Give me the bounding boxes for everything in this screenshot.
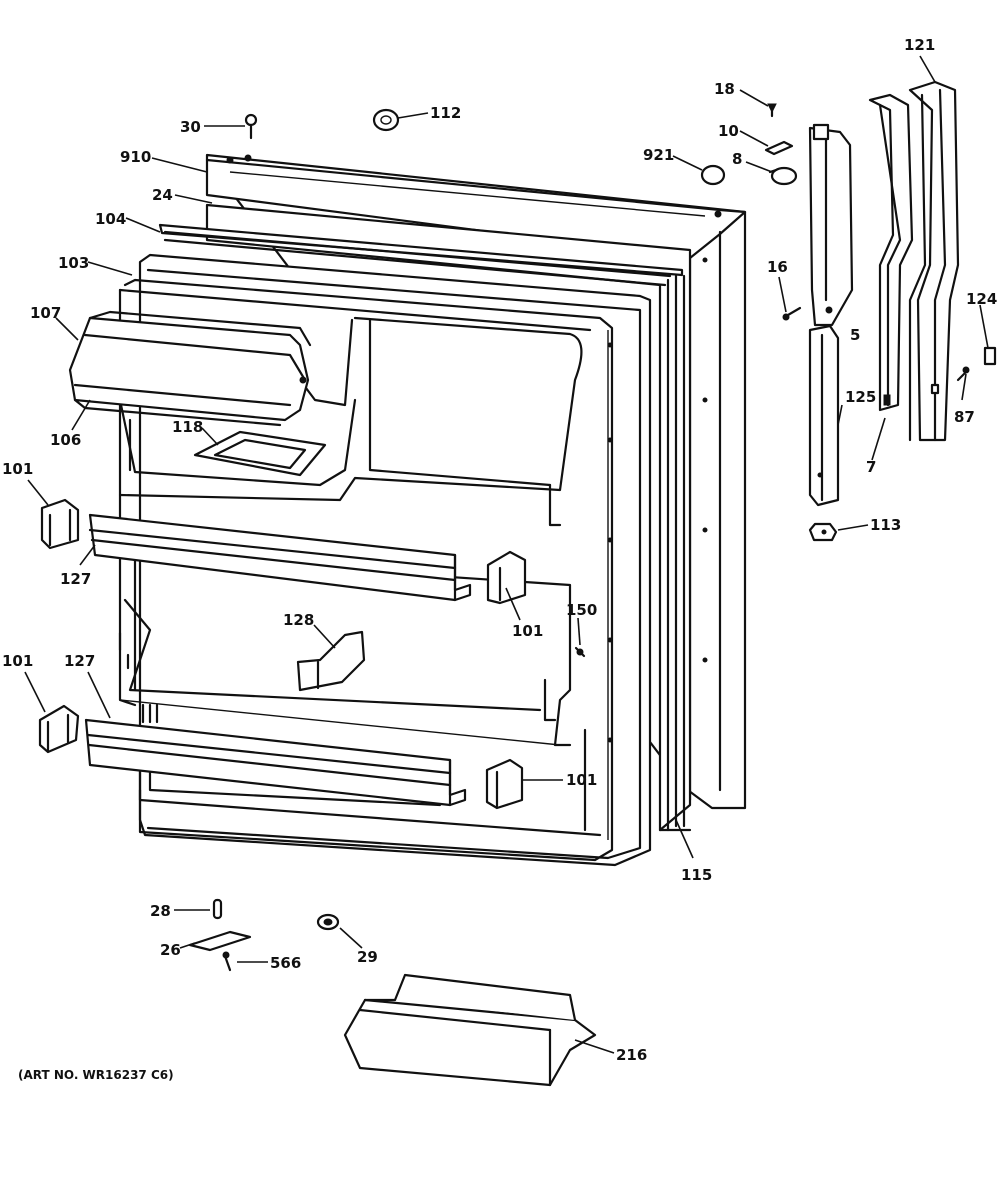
screw-30 xyxy=(244,113,258,140)
screw-150 xyxy=(574,646,586,658)
plug-112 xyxy=(372,108,400,132)
label-124: 124 xyxy=(966,290,997,308)
label-101-right-lower: 101 xyxy=(566,771,597,789)
bar-retainer xyxy=(296,630,366,692)
door-gasket xyxy=(158,203,692,832)
label-125: 125 xyxy=(845,388,876,406)
label-10: 10 xyxy=(718,122,739,140)
label-107: 107 xyxy=(30,304,61,322)
stop-113 xyxy=(808,522,838,542)
hinge-5 xyxy=(808,123,854,327)
label-18: 18 xyxy=(714,80,735,98)
label-28: 28 xyxy=(150,902,171,920)
screw-18 xyxy=(767,103,777,118)
label-104: 104 xyxy=(95,210,126,228)
label-103: 103 xyxy=(58,254,89,272)
cap-921 xyxy=(700,164,726,186)
door-shelf-upper xyxy=(88,513,472,602)
label-921: 921 xyxy=(643,146,674,164)
label-150: 150 xyxy=(566,601,597,619)
butter-compartment-door xyxy=(68,310,312,422)
label-8: 8 xyxy=(732,150,742,168)
label-7: 7 xyxy=(866,458,876,476)
label-87: 87 xyxy=(954,408,975,426)
dairy-bin-216 xyxy=(343,973,597,1087)
door-shelf-lower xyxy=(84,718,467,807)
label-29: 29 xyxy=(357,948,378,966)
label-101-left-upper: 101 xyxy=(2,460,33,478)
label-101-left-lower: 101 xyxy=(2,652,33,670)
label-216: 216 xyxy=(616,1046,647,1064)
label-101-right-upper: 101 xyxy=(512,622,543,640)
shelf-bracket-left-lower xyxy=(38,704,80,754)
shelf-bracket-right-lower xyxy=(485,758,524,810)
label-24: 24 xyxy=(152,186,173,204)
handle-7 xyxy=(868,93,914,412)
screw-87 xyxy=(956,366,970,382)
label-115: 115 xyxy=(681,866,712,884)
label-118: 118 xyxy=(172,418,203,436)
pin-10 xyxy=(764,140,794,156)
pin-28 xyxy=(212,898,223,920)
label-30: 30 xyxy=(180,118,201,136)
cover-125 xyxy=(808,324,840,507)
washer-29 xyxy=(316,913,340,931)
label-5: 5 xyxy=(850,326,860,344)
screw-16 xyxy=(782,306,802,321)
shelf-bracket-left-upper xyxy=(40,498,80,550)
label-128: 128 xyxy=(283,611,314,629)
shelf-bracket-right-upper xyxy=(486,550,527,605)
label-127-upper: 127 xyxy=(60,570,91,588)
art-number-caption: (ART NO. WR16237 C6) xyxy=(18,1068,174,1082)
label-113: 113 xyxy=(870,516,901,534)
label-106: 106 xyxy=(50,431,81,449)
label-566: 566 xyxy=(270,954,301,972)
label-26: 26 xyxy=(160,941,181,959)
label-127-lower: 127 xyxy=(64,652,95,670)
label-910: 910 xyxy=(120,148,151,166)
plate-26 xyxy=(188,930,252,952)
part-labels: 30 112 910 24 104 103 107 106 118 101 12… xyxy=(2,36,997,1082)
label-121: 121 xyxy=(904,36,935,54)
leader-lines xyxy=(24,55,989,1054)
label-112: 112 xyxy=(430,104,461,122)
endcap-124 xyxy=(983,346,997,366)
label-16: 16 xyxy=(767,258,788,276)
handle-121 xyxy=(908,80,960,442)
egg-tray xyxy=(193,430,327,477)
screw-566 xyxy=(222,951,232,972)
bushing-8 xyxy=(768,166,798,186)
